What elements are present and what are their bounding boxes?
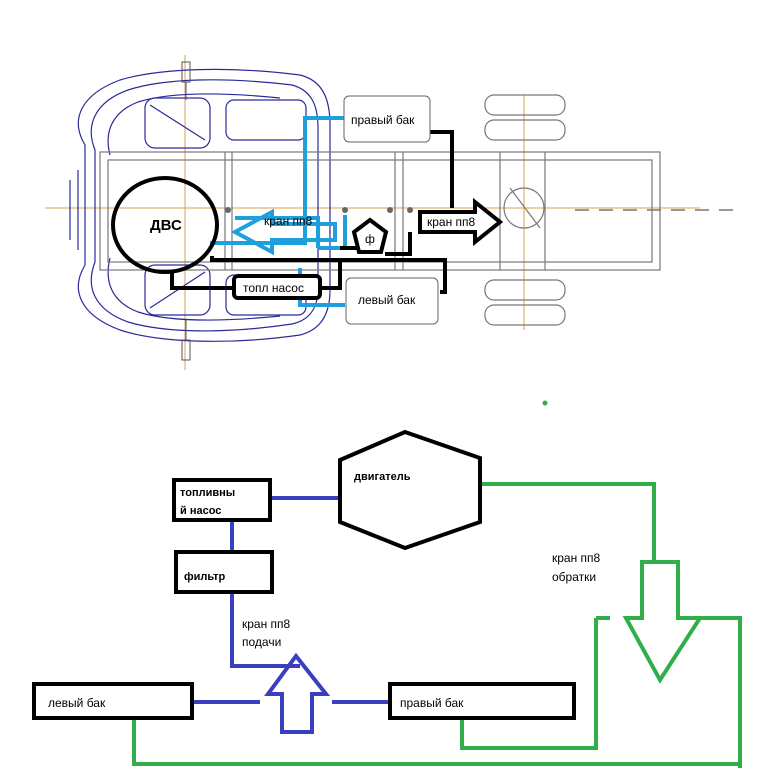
top-right-tank-label: правый бак [351, 113, 415, 127]
bottom-fuel-pump-label-1: топливны [180, 487, 235, 499]
bottom-right-tank: правый бак [388, 682, 576, 720]
supply-crane-arrow-icon [264, 652, 331, 734]
top-engine-label: ДВС [150, 217, 182, 234]
bottom-left-tank-label: левый бак [48, 696, 106, 710]
crane-left-arrow-icon [230, 208, 337, 256]
top-engine: ДВС [111, 176, 219, 274]
top-fuel-lines [170, 130, 454, 294]
bottom-right-tank-label: правый бак [400, 696, 464, 710]
top-right-tank: правый бак [343, 95, 431, 143]
green-dot [542, 400, 548, 406]
bottom-fuel-pump: топливны й насос [172, 478, 272, 522]
top-filter: ф [351, 217, 389, 254]
top-crane-left-label: кран пп8 [264, 214, 313, 228]
bottom-return-lines [132, 482, 742, 768]
top-left-tank-label: левый бак [358, 293, 416, 307]
return-crane-label-1: кран пп8 [552, 551, 601, 565]
bottom-filter-label: фильтр [184, 571, 226, 583]
top-fuel-pump: топл насос [232, 274, 322, 300]
top-fuel-pump-label: топл насос [243, 281, 304, 295]
return-crane-arrow-icon [622, 560, 704, 684]
bottom-fuel-pump-label-2: й насос [180, 505, 221, 517]
bottom-engine: двигатель [338, 429, 482, 551]
bottom-supply-lines [192, 496, 390, 704]
bottom-engine-label: двигатель [354, 471, 411, 483]
bottom-filter: фильтр [174, 550, 274, 594]
supply-crane-label-2: подачи [242, 635, 281, 649]
top-left-tank: левый бак [345, 277, 439, 325]
top-filter-label: ф [365, 232, 375, 246]
crane-right-arrow-icon [418, 197, 504, 247]
return-crane-label-2: обратки [552, 570, 596, 584]
bottom-left-tank: левый бак [32, 682, 194, 720]
top-crane-right-label: кран пп8 [427, 215, 476, 229]
top-crane-right: кран пп8 [418, 197, 504, 247]
supply-crane-label-1: кран пп8 [242, 617, 291, 631]
